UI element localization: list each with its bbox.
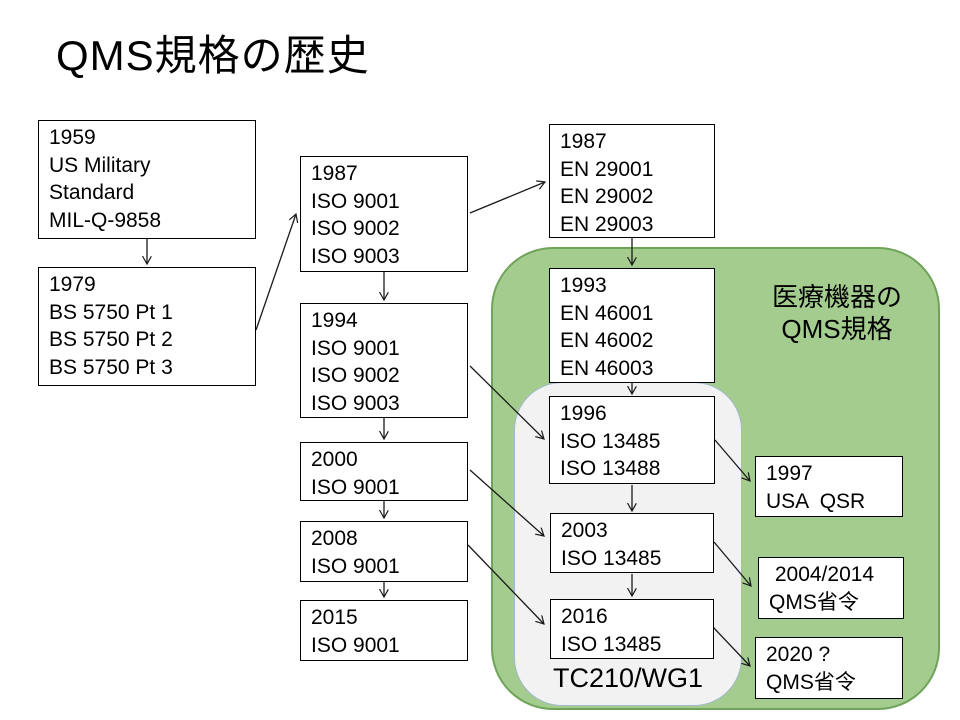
node-line: 2020 ? bbox=[766, 643, 831, 666]
node-line: EN 29003 bbox=[560, 212, 654, 236]
medical-qms-region-label: 医療機器の QMS規格 bbox=[748, 281, 926, 345]
node-line: QMS省令 bbox=[769, 590, 859, 614]
node-line: MIL-Q-9858 bbox=[49, 208, 162, 232]
node-line: 2000 bbox=[311, 448, 358, 471]
node-line: 1987 bbox=[560, 130, 607, 153]
medical-label-line2: QMS規格 bbox=[781, 314, 893, 344]
node-line: ISO 9001 bbox=[311, 633, 400, 657]
node-line: ISO 9003 bbox=[311, 244, 400, 268]
arrow-1987iso-to-1987en bbox=[469, 182, 545, 214]
slide-title: QMS規格の歴史 bbox=[56, 32, 370, 79]
arrow-1979-to-1987iso bbox=[255, 214, 296, 331]
medical-label-line1: 医療機器の bbox=[771, 282, 902, 312]
node-line: US Military bbox=[49, 153, 151, 177]
node-line: ISO 9003 bbox=[311, 391, 400, 415]
node-1993-en46000: 1993 EN 46001 EN 46002 EN 46003 bbox=[549, 268, 715, 383]
node-line: EN 29002 bbox=[560, 185, 654, 208]
node-1959-mil-q-9858: 1959 US Military Standard MIL-Q-9858 bbox=[38, 120, 256, 239]
node-2004-2014-qms: 2004/2014 QMS省令 bbox=[758, 557, 904, 619]
tc210-wg1-label: TC210/WG1 bbox=[552, 663, 704, 693]
node-line: 1996 bbox=[560, 402, 607, 425]
node-line: EN 46003 bbox=[560, 356, 654, 380]
node-2015-iso9001: 2015 ISO 9001 bbox=[300, 600, 468, 661]
node-line: ISO 9001 bbox=[311, 336, 400, 360]
node-1997-usa-qsr: 1997 USA QSR bbox=[755, 456, 903, 517]
node-2016-iso13485: 2016 ISO 13485 bbox=[550, 599, 714, 659]
node-line: 1959 bbox=[49, 126, 96, 149]
node-2003-iso13485: 2003 ISO 13485 bbox=[550, 513, 714, 573]
node-line: EN 46002 bbox=[560, 329, 654, 352]
node-line: ISO 9002 bbox=[311, 364, 400, 387]
node-line: BS 5750 Pt 2 bbox=[49, 328, 173, 351]
node-line: 2004/2014 bbox=[769, 563, 875, 586]
node-line: ISO 13488 bbox=[560, 457, 661, 480]
node-1994-iso9000: 1994 ISO 9001 ISO 9002 ISO 9003 bbox=[300, 303, 468, 418]
node-line: 1997 bbox=[766, 462, 813, 485]
node-line: 2003 bbox=[561, 519, 608, 542]
node-line: QMS省令 bbox=[766, 670, 856, 694]
node-line: 1979 bbox=[49, 273, 96, 296]
node-2000-iso9001: 2000 ISO 9001 bbox=[300, 442, 468, 501]
node-line: BS 5750 Pt 3 bbox=[49, 355, 173, 379]
node-line: BS 5750 Pt 1 bbox=[49, 300, 173, 324]
node-line: Standard bbox=[49, 181, 135, 204]
node-line: ISO 9002 bbox=[311, 217, 400, 240]
node-line: ISO 13485 bbox=[561, 632, 662, 656]
node-line: EN 29001 bbox=[560, 157, 654, 181]
node-1987-en29000: 1987 EN 29001 EN 29002 EN 29003 bbox=[549, 124, 715, 238]
node-line: 2015 bbox=[311, 606, 358, 629]
node-line: 1987 bbox=[311, 162, 358, 185]
node-line: 2016 bbox=[561, 605, 608, 628]
node-1987-iso9000: 1987 ISO 9001 ISO 9002 ISO 9003 bbox=[300, 156, 468, 272]
node-line: ISO 9001 bbox=[311, 475, 400, 499]
node-2008-iso9001: 2008 ISO 9001 bbox=[300, 521, 468, 582]
node-line: 2008 bbox=[311, 527, 358, 550]
node-line: EN 46001 bbox=[560, 301, 654, 325]
node-1996-iso13485: 1996 ISO 13485 ISO 13488 bbox=[549, 396, 715, 484]
node-line: ISO 9001 bbox=[311, 189, 400, 213]
node-line: 1993 bbox=[560, 274, 607, 297]
node-line: ISO 13485 bbox=[560, 429, 661, 453]
node-line: USA QSR bbox=[766, 489, 866, 513]
node-1979-bs5750: 1979 BS 5750 Pt 1 BS 5750 Pt 2 BS 5750 P… bbox=[38, 267, 256, 386]
node-line: ISO 13485 bbox=[561, 546, 662, 570]
node-2020-qms: 2020 ? QMS省令 bbox=[755, 637, 903, 699]
node-line: ISO 9001 bbox=[311, 554, 400, 578]
node-line: 1994 bbox=[311, 309, 358, 332]
